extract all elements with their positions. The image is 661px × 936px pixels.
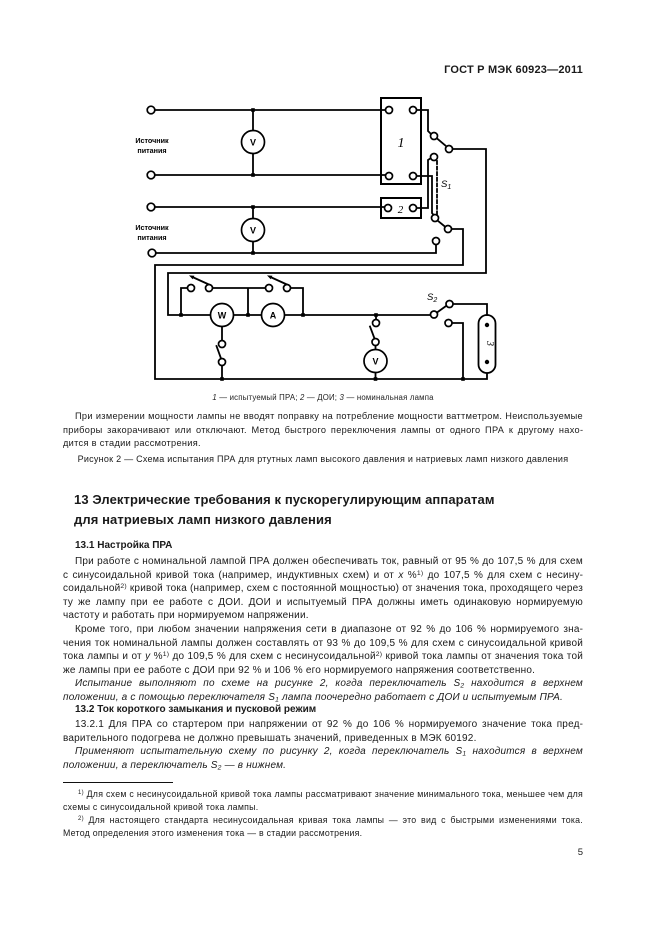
voltmeter-switch-contact	[371, 337, 380, 347]
voltmeter-switch-blade	[368, 325, 376, 340]
switch2-blade	[435, 304, 448, 314]
wire	[290, 287, 304, 316]
paragraph-italic: Применяют испытательную схему по рисунку…	[63, 746, 583, 771]
ammeter-bypass-contact	[264, 283, 274, 293]
switch1b-blade	[436, 219, 447, 229]
switch1-label: S1	[441, 179, 451, 191]
lamp-outline	[477, 314, 497, 374]
lamp-electrode	[484, 322, 490, 328]
page-number: 5	[577, 847, 583, 858]
ammeter-label: A	[270, 311, 277, 321]
source2-label-line1: Источник	[135, 223, 169, 232]
voltmeter3-label: V	[372, 357, 378, 367]
wire	[154, 228, 488, 380]
box1-label: 1	[398, 136, 405, 151]
terminal	[384, 105, 394, 115]
terminal	[408, 203, 418, 213]
terminal	[146, 170, 156, 180]
section-13-heading: 13 Электрические требования к пускорегул…	[74, 492, 495, 527]
section-13-1-heading: 13.1 Настройка ПРА	[75, 540, 173, 551]
terminal	[408, 105, 418, 115]
footnote-1: 1) Для схем с несинусоидальной кривой то…	[63, 789, 583, 813]
paragraph: Кроме того, при любом значении напряжени…	[63, 624, 584, 676]
box2-label: 2	[398, 204, 404, 216]
source1-label-line2: питания	[137, 146, 166, 155]
terminal	[146, 202, 156, 212]
source1-label-line1: Источник	[135, 136, 169, 145]
wire	[416, 175, 436, 217]
wattmeter-switch-contact	[217, 339, 227, 349]
terminal	[383, 203, 393, 213]
figure-legend: 1 — испытуемый ПРА; 2 — ДОИ; 3 — номинал…	[212, 393, 434, 402]
source2-label-line2: питания	[137, 233, 166, 242]
switch1a-common	[444, 144, 454, 154]
footnote-2: 2) Для настоящего стандарта несинусоидал…	[63, 815, 583, 839]
paragraph: При работе с номинальной лампой ПРА долж…	[63, 556, 584, 621]
document-header: ГОСТ Р МЭК 60923—2011	[444, 64, 583, 76]
terminal	[147, 248, 157, 258]
ammeter-circle	[260, 302, 286, 328]
wattmeter-bypass-contact	[204, 283, 214, 293]
wire	[155, 244, 437, 254]
wattmeter-bypass-contact	[186, 283, 196, 293]
switch1b-contact-down	[431, 236, 441, 246]
switch1a-contact-up	[429, 131, 439, 141]
terminal	[408, 171, 418, 181]
switch2-common	[429, 310, 439, 319]
wattmeter-bypass-blade	[192, 276, 212, 287]
lamp-electrode	[484, 359, 490, 365]
switch1b-common	[443, 224, 453, 234]
paragraph-italic: Испытание выполняют по схеме на рисунке …	[63, 678, 583, 703]
wire	[180, 287, 188, 316]
voltmeter3-circle	[363, 348, 388, 374]
terminal	[146, 105, 156, 115]
switch2-contact-down	[444, 318, 453, 328]
reference-ballast-box	[380, 197, 422, 219]
wattmeter-circle	[209, 302, 235, 328]
junction-dots	[179, 108, 490, 381]
voltmeter1-label: V	[250, 138, 256, 148]
voltmeter-switch-contact	[371, 318, 381, 328]
switch2-label: S2	[427, 292, 437, 304]
wire	[416, 109, 433, 136]
switch1a-contact-down	[429, 152, 439, 162]
figure-schematic: Источник питания Источник питания V V W …	[135, 97, 497, 381]
switch1b-contact-up	[430, 213, 440, 223]
ammeter-bypass-blade	[270, 276, 290, 287]
voltmeter2-label: V	[250, 226, 256, 236]
figure-caption: Рисунок 2 — Схема испытания ПРА для ртут…	[77, 454, 569, 464]
wattmeter-switch-contact	[217, 357, 227, 367]
paragraph: 13.2.1 Для ПРА со стартером при напряжен…	[63, 719, 583, 744]
ammeter-bypass-contact	[282, 283, 292, 293]
wire	[416, 156, 433, 209]
voltmeter1-circle	[240, 129, 266, 155]
switch1a-blade	[435, 136, 448, 148]
footnote-rule	[63, 782, 173, 783]
wattmeter-label: W	[218, 311, 227, 321]
lamp-label: 3	[484, 340, 495, 346]
switch2-contact-up	[445, 299, 454, 309]
section-13-2-heading: 13.2 Ток короткого замыкания и пусковой …	[75, 704, 317, 715]
ballast-box	[380, 97, 422, 185]
wire	[451, 303, 488, 380]
wire	[212, 287, 266, 316]
voltmeter2-circle	[240, 217, 266, 243]
wattmeter-switch-blade	[215, 344, 223, 360]
wire	[167, 148, 487, 316]
figure-note: При измерении мощности лампы не вводят п…	[63, 411, 583, 449]
terminal	[384, 171, 394, 181]
